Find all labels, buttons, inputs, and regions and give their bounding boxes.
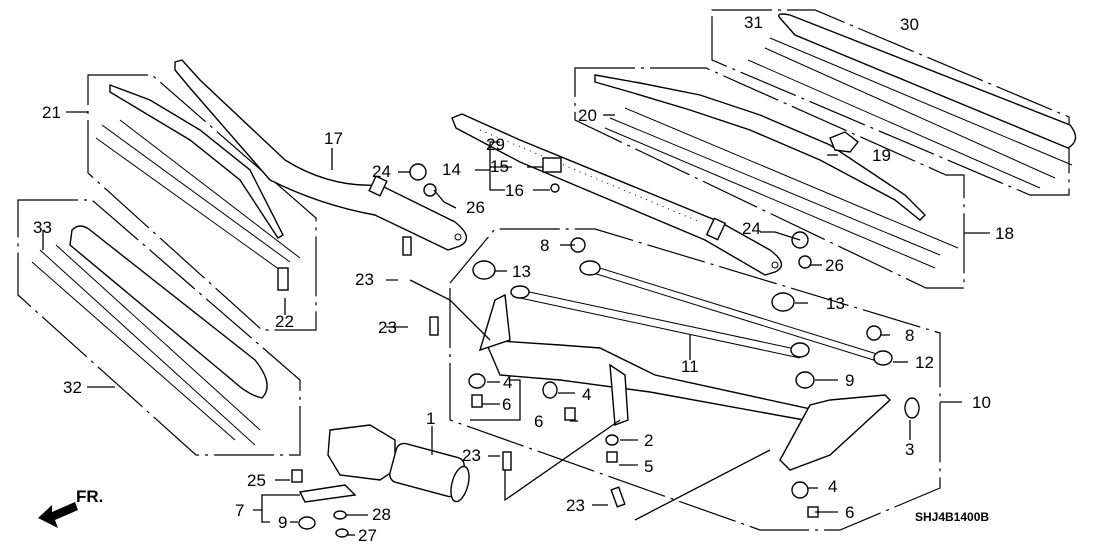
callout-22: 22 (275, 312, 294, 331)
callout-6: 6 (502, 395, 511, 414)
group-frame-18 (574, 67, 965, 289)
front-direction-arrow (38, 502, 78, 528)
group-frame-10 (449, 228, 941, 531)
callout-28: 28 (372, 505, 391, 524)
driver-wiper-arm (174, 59, 468, 251)
callout-11: 11 (681, 357, 699, 376)
wiper-motor (298, 424, 470, 503)
callout-7: 7 (235, 501, 244, 520)
callout-17: 17 (324, 129, 343, 148)
callout-25: 25 (247, 471, 266, 490)
aero-blade-left (31, 225, 268, 446)
callout-23: 23 (355, 270, 374, 289)
callout-26: 26 (466, 198, 485, 217)
callout-26b: 26 (825, 256, 844, 275)
group-frame-32 (17, 199, 301, 456)
callout-32: 32 (63, 378, 82, 397)
diagram-code: SHJ4B1400B (915, 510, 989, 524)
callout-1: 1 (426, 409, 435, 428)
callout-6b: 6 (534, 412, 543, 431)
callout-4c: 4 (828, 477, 837, 496)
callout-4: 4 (503, 373, 512, 392)
callout-18: 18 (995, 224, 1014, 243)
callout-15: 15 (490, 157, 509, 176)
callout-14: 14 (442, 160, 461, 179)
callout-9: 9 (845, 371, 854, 390)
driver-wiper-blade (95, 83, 301, 291)
callout-23d: 23 (566, 496, 585, 515)
callout-10: 10 (972, 393, 991, 412)
callout-2: 2 (644, 431, 653, 450)
hardware (291, 157, 920, 538)
group-frame-21 (87, 74, 317, 331)
callout-29: 29 (486, 135, 505, 154)
callout-27: 27 (358, 526, 377, 545)
callout-16: 16 (505, 181, 524, 200)
group-frame-30 (711, 9, 1070, 196)
callout-5: 5 (644, 457, 653, 476)
callout-24b: 24 (742, 219, 761, 238)
callout-13: 13 (512, 262, 531, 281)
callout-30: 30 (900, 15, 919, 34)
callout-9b: 9 (278, 513, 287, 532)
callout-33: 33 (33, 218, 52, 237)
fr-label: FR. (76, 487, 103, 506)
callout-8b: 8 (905, 326, 914, 345)
passenger-wiper-arm (451, 113, 783, 276)
callout-19: 19 (872, 146, 891, 165)
callout-12: 12 (915, 353, 934, 372)
callout-13b: 13 (826, 294, 845, 313)
callout-6c: 6 (845, 503, 854, 522)
aero-blade-right (747, 13, 1077, 189)
callout-3: 3 (905, 440, 914, 459)
passenger-wiper-blade (594, 74, 959, 269)
callout-4b: 4 (582, 385, 591, 404)
callout-23b: 23 (378, 318, 397, 337)
leader-lines (42, 111, 990, 536)
callout-labels: 1 2 3 4 4 4 5 6 6 6 7 8 8 9 9 10 11 12 1… (33, 13, 1014, 545)
callout-23c: 23 (462, 446, 481, 465)
callout-24: 24 (372, 162, 391, 181)
wiper-link-assembly (478, 260, 893, 471)
callout-21: 21 (42, 103, 61, 122)
callout-20: 20 (578, 106, 597, 125)
callout-8: 8 (540, 236, 549, 255)
callout-31: 31 (744, 13, 763, 32)
